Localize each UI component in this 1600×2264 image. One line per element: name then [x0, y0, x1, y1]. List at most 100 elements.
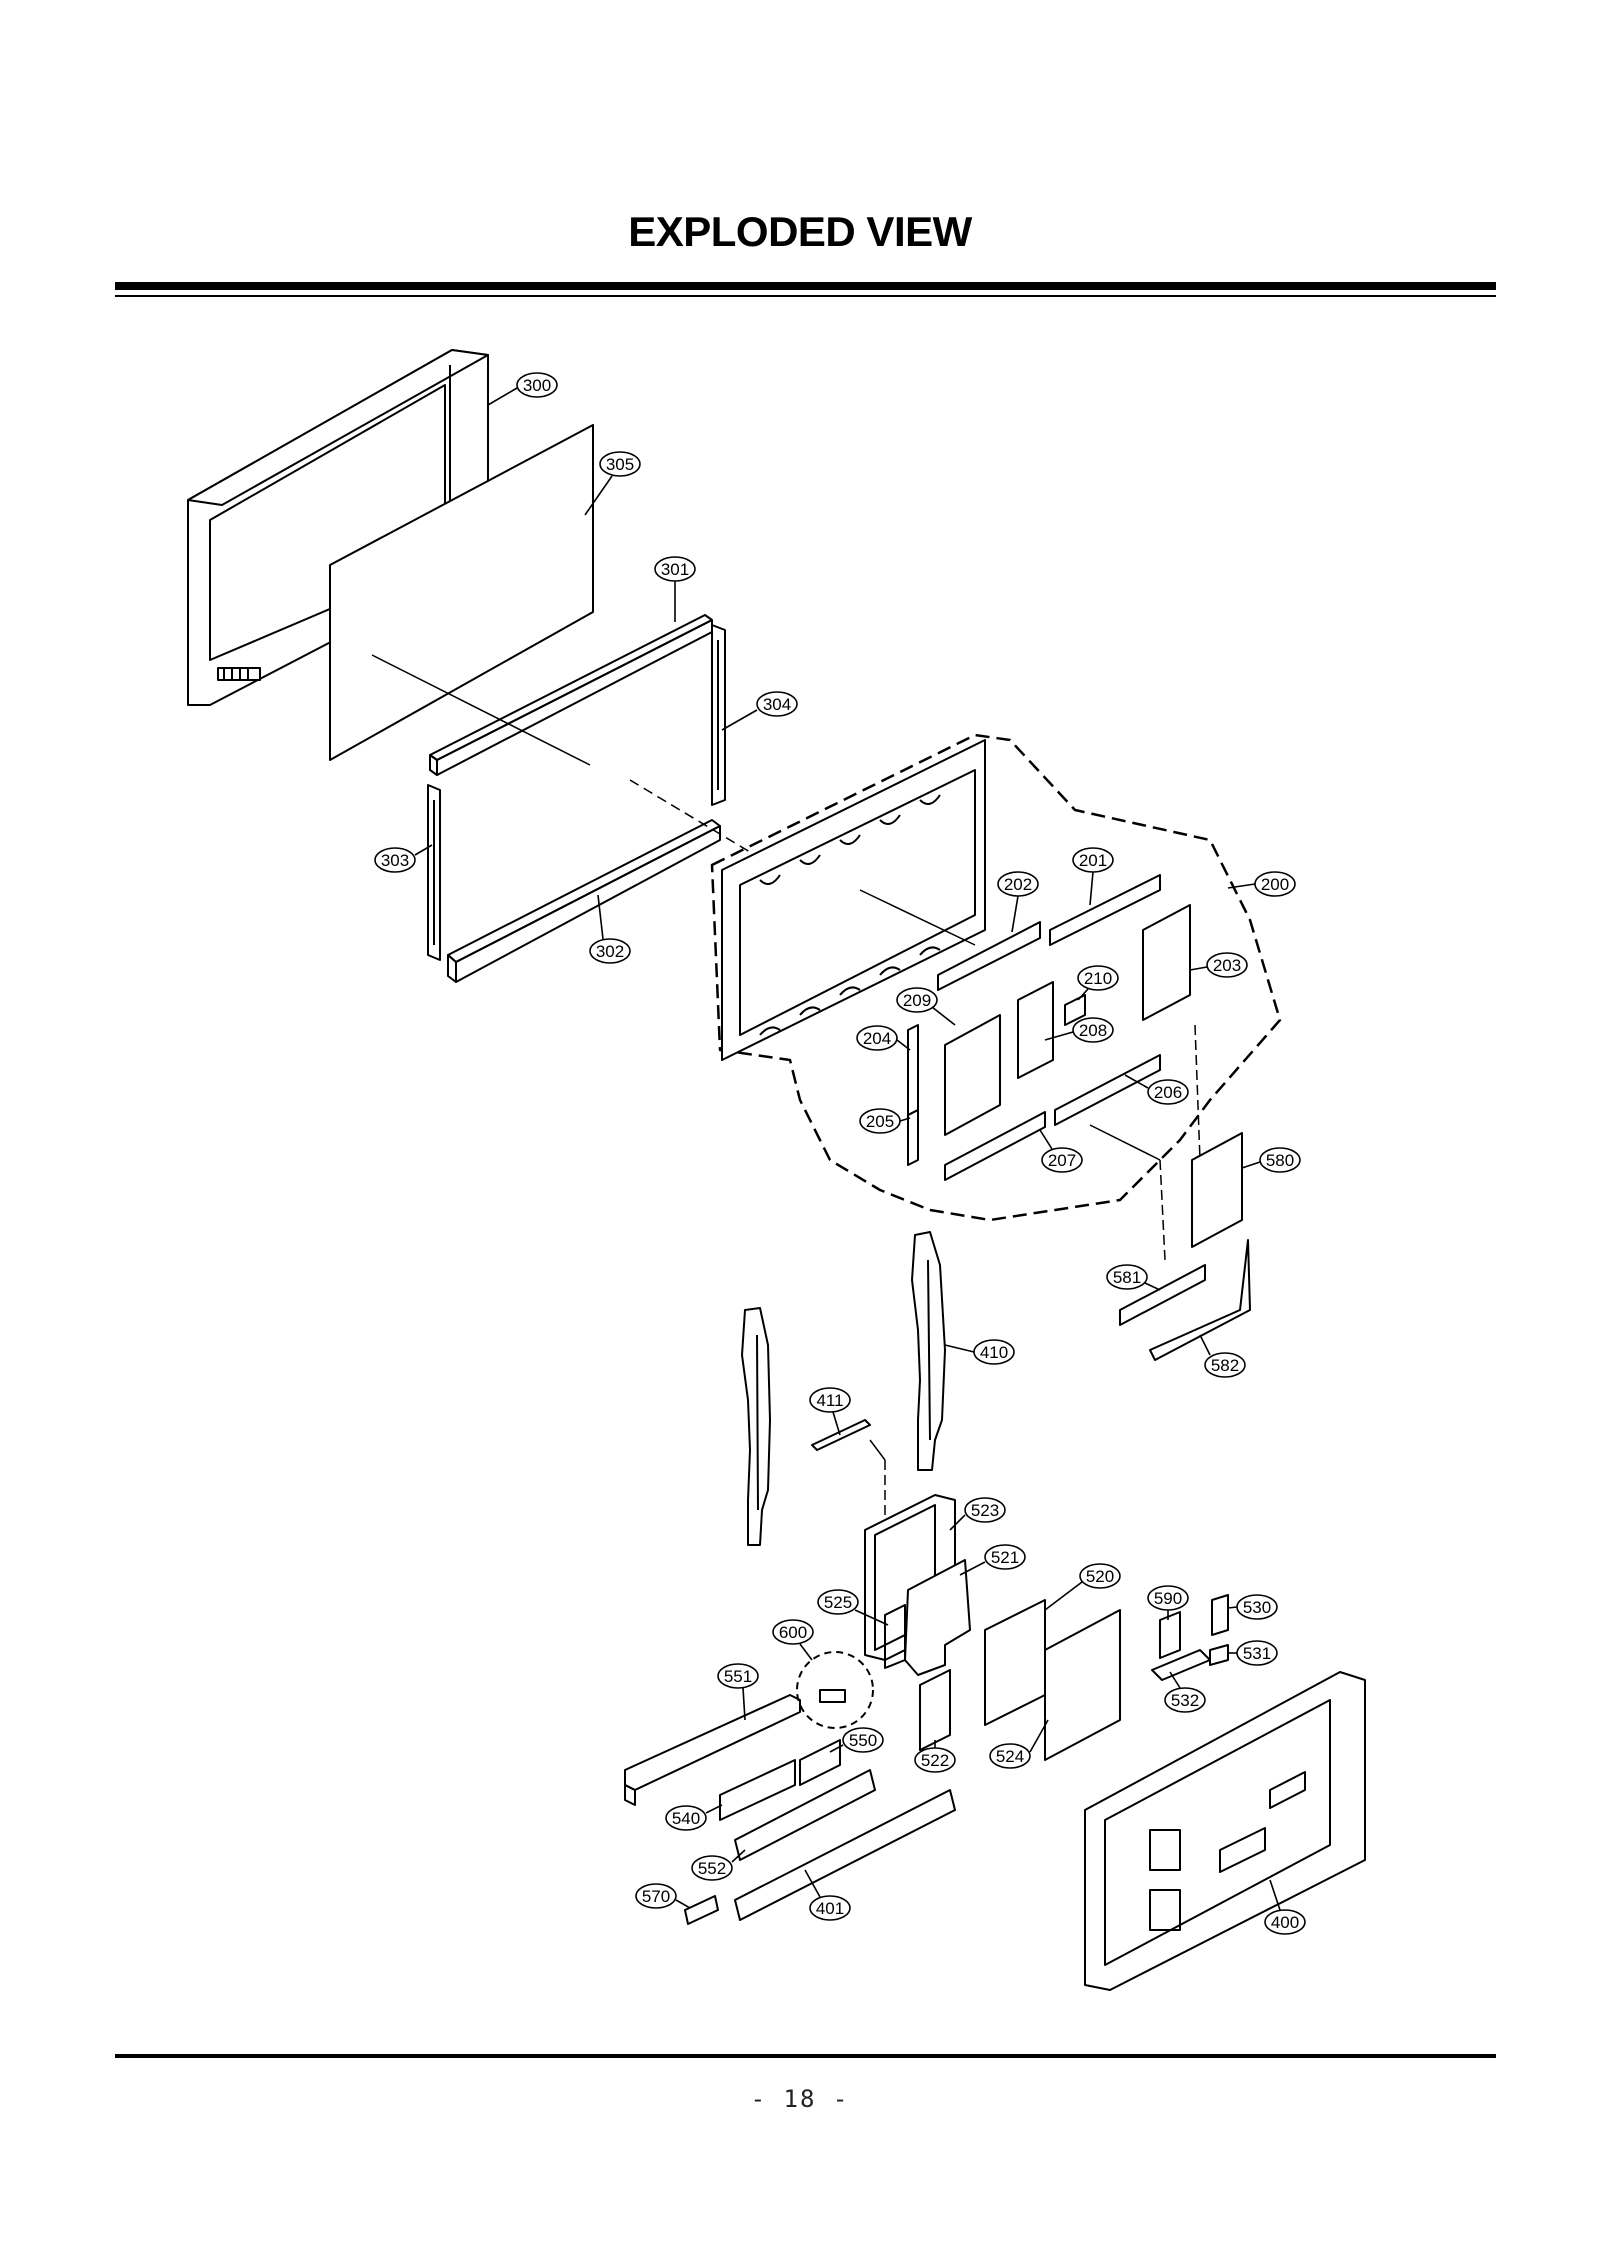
label-590: 590 — [1147, 1585, 1189, 1620]
label-303: 303 — [374, 844, 433, 873]
svg-text:580: 580 — [1266, 1151, 1294, 1170]
part-550-board — [799, 1739, 841, 1786]
label-205: 205 — [859, 1108, 911, 1134]
label-301: 301 — [654, 556, 696, 622]
part-410-bracket — [911, 1231, 946, 1471]
svg-text:582: 582 — [1211, 1356, 1239, 1375]
label-582: 582 — [1199, 1334, 1246, 1378]
svg-text:207: 207 — [1048, 1151, 1076, 1170]
label-521: 521 — [959, 1544, 1026, 1576]
label-600: 600 — [772, 1619, 814, 1661]
label-525: 525 — [817, 1589, 889, 1626]
part-208-board — [1017, 981, 1054, 1079]
part-labels: 300 305 301 304 303 302 200 201 202 203 … — [374, 372, 1306, 1935]
svg-text:525: 525 — [824, 1593, 852, 1612]
part-581-board — [1119, 1264, 1206, 1326]
svg-text:303: 303 — [381, 851, 409, 870]
part-202-board — [937, 921, 1041, 991]
svg-text:400: 400 — [1271, 1913, 1299, 1932]
svg-text:532: 532 — [1171, 1691, 1199, 1710]
svg-text:524: 524 — [996, 1747, 1024, 1766]
svg-text:200: 200 — [1261, 875, 1289, 894]
label-400: 400 — [1264, 1879, 1306, 1935]
label-305: 305 — [584, 451, 641, 516]
page-number: - 18 - — [750, 2085, 850, 2113]
part-206-board — [1054, 1054, 1161, 1126]
svg-text:523: 523 — [971, 1501, 999, 1520]
svg-text:600: 600 — [779, 1623, 807, 1642]
svg-text:203: 203 — [1213, 956, 1241, 975]
svg-text:205: 205 — [866, 1112, 894, 1131]
label-210: 210 — [1077, 965, 1119, 1001]
svg-text:305: 305 — [606, 455, 634, 474]
part-531-part — [1209, 1644, 1229, 1666]
label-207: 207 — [1039, 1129, 1083, 1173]
part-522-perforated-plate — [919, 1669, 951, 1751]
part-520-board — [984, 1599, 1046, 1726]
svg-text:410: 410 — [980, 1343, 1008, 1362]
part-204-205-boards — [907, 1024, 919, 1166]
label-581: 581 — [1106, 1264, 1161, 1291]
label-202: 202 — [997, 871, 1039, 933]
label-300: 300 — [487, 372, 558, 406]
part-524-perforated-cover — [1044, 1609, 1121, 1761]
svg-text:411: 411 — [816, 1391, 843, 1410]
part-411-bracket — [811, 1419, 871, 1451]
part-305-glass-filter — [329, 424, 594, 766]
part-207-board — [944, 1111, 1046, 1181]
title-rule-thick — [115, 282, 1496, 290]
label-401: 401 — [804, 1869, 851, 1921]
label-200: 200 — [1227, 871, 1296, 897]
part-551-bracket — [624, 1694, 801, 1806]
part-209-board — [944, 1014, 1001, 1136]
svg-text:522: 522 — [921, 1751, 949, 1770]
svg-text:301: 301 — [661, 560, 689, 579]
svg-text:300: 300 — [523, 376, 551, 395]
part-525-board — [884, 1604, 906, 1669]
part-302-bottom-rail — [447, 819, 721, 983]
footer-rule — [115, 2054, 1496, 2058]
panel-chassis-frame — [721, 739, 986, 1061]
svg-text:201: 201 — [1079, 851, 1107, 870]
svg-text:590: 590 — [1154, 1589, 1182, 1608]
label-206: 206 — [1124, 1074, 1189, 1105]
svg-text:210: 210 — [1084, 969, 1112, 988]
label-204: 204 — [856, 1025, 911, 1051]
svg-text:520: 520 — [1086, 1567, 1114, 1586]
part-304-right-rail — [711, 624, 726, 806]
label-570: 570 — [635, 1883, 691, 1909]
part-400-back-cover — [1084, 1671, 1366, 1991]
svg-text:551: 551 — [724, 1667, 752, 1686]
part-532-bracket — [1151, 1649, 1211, 1681]
page-title: EXPLODED VIEW — [628, 208, 972, 255]
svg-text:540: 540 — [672, 1809, 700, 1828]
part-210-small-board — [1064, 994, 1086, 1026]
label-540: 540 — [665, 1804, 723, 1831]
part-590-board — [1159, 1611, 1181, 1659]
svg-text:208: 208 — [1079, 1021, 1107, 1040]
part-600-detail — [796, 1651, 874, 1729]
title-rule-thin — [115, 295, 1496, 297]
svg-text:552: 552 — [698, 1859, 726, 1878]
part-552-board — [734, 1769, 876, 1861]
svg-text:206: 206 — [1154, 1083, 1182, 1102]
label-203: 203 — [1189, 952, 1248, 978]
label-532: 532 — [1164, 1671, 1206, 1713]
label-522: 522 — [914, 1740, 956, 1773]
label-201: 201 — [1072, 847, 1114, 906]
label-531: 531 — [1228, 1640, 1278, 1666]
label-524: 524 — [989, 1719, 1049, 1769]
label-523: 523 — [949, 1497, 1006, 1531]
svg-text:209: 209 — [903, 991, 931, 1010]
part-303-left-rail — [427, 784, 441, 961]
label-410: 410 — [944, 1339, 1015, 1365]
svg-text:304: 304 — [763, 695, 791, 714]
part-401-bottom-cover — [734, 1789, 956, 1921]
svg-text:530: 530 — [1243, 1598, 1271, 1617]
part-410-left-bracket — [741, 1307, 771, 1546]
part-570-part — [684, 1895, 719, 1925]
label-304: 304 — [721, 691, 798, 731]
label-208: 208 — [1044, 1017, 1114, 1043]
part-201-board — [1049, 874, 1161, 946]
